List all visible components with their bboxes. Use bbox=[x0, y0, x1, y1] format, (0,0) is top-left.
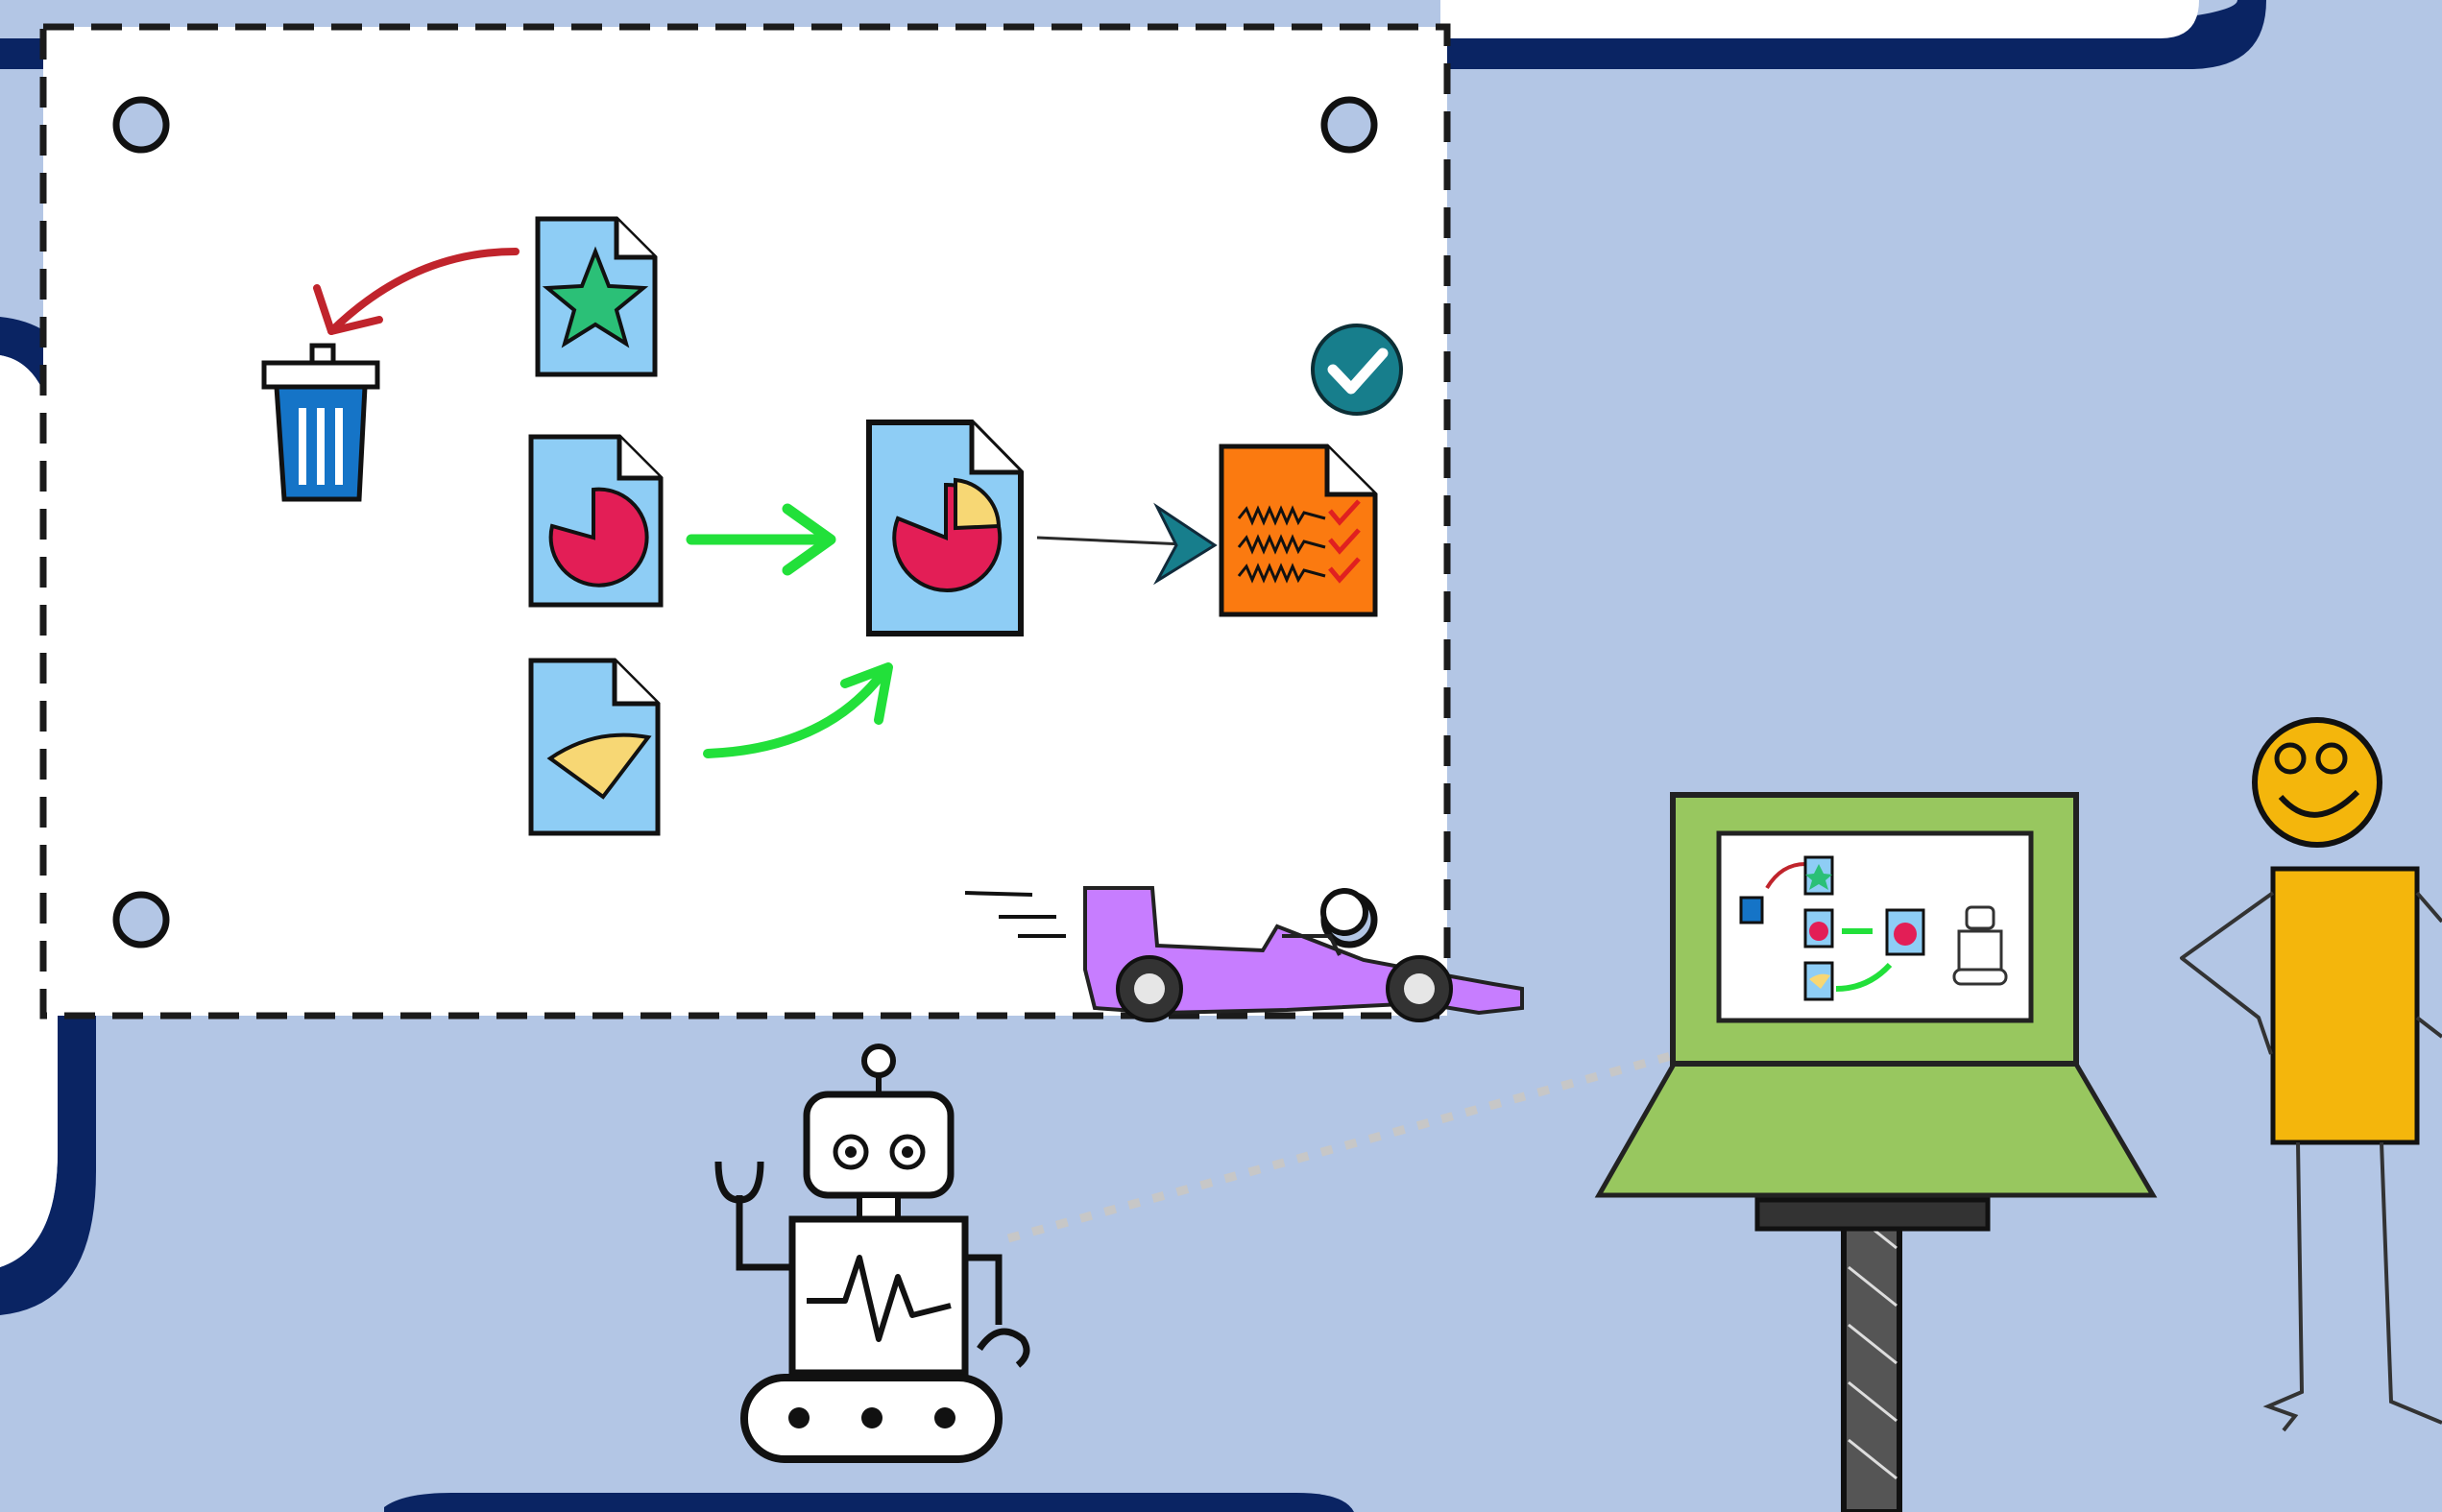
merged-pie-document-icon bbox=[866, 420, 1024, 636]
pin-bottom-left bbox=[112, 891, 170, 948]
segment-document-icon bbox=[528, 658, 661, 836]
pin-top-right bbox=[1320, 96, 1378, 154]
report-document-icon bbox=[1219, 444, 1378, 617]
merge-arrow-curved bbox=[703, 662, 893, 758]
race-car-icon bbox=[964, 886, 1524, 1022]
merge-arrow-straight bbox=[686, 503, 836, 576]
publish-arrow bbox=[1036, 502, 1218, 586]
discard-arrow bbox=[313, 248, 520, 335]
checkmark-badge-icon bbox=[1311, 324, 1403, 416]
pin-top-left bbox=[112, 96, 170, 154]
star-document-icon bbox=[535, 216, 658, 377]
robot-icon bbox=[714, 1044, 1030, 1463]
person-icon bbox=[2180, 717, 2442, 1432]
pie-document-icon bbox=[528, 434, 664, 608]
laptop-icon bbox=[1594, 792, 2158, 1512]
laptop-screen-thumbnail bbox=[1739, 855, 2008, 1001]
trash-icon bbox=[261, 343, 380, 502]
